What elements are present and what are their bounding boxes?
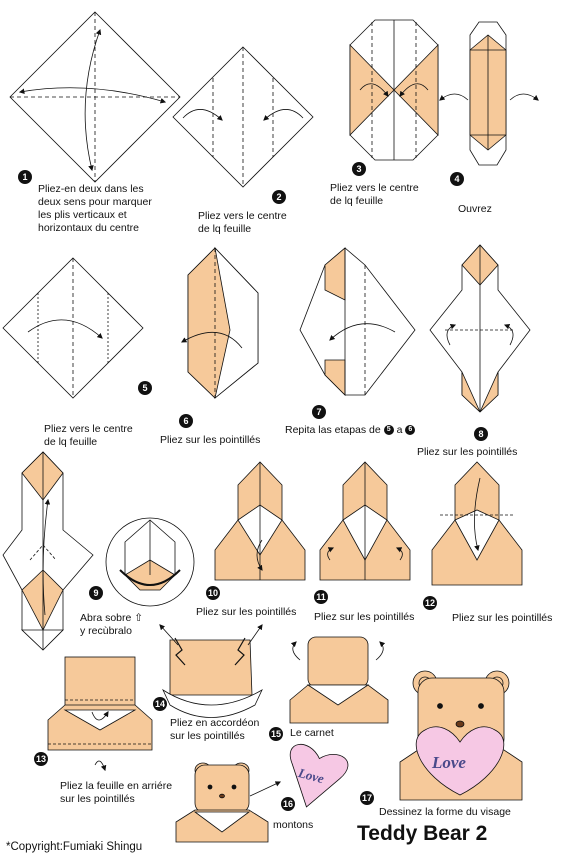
step-ref-badge: 6 bbox=[405, 425, 416, 436]
step-4-figure bbox=[439, 21, 539, 166]
step-17-caption: Dessinez la forme du visage bbox=[379, 806, 511, 818]
step-number-badge: 11 bbox=[314, 590, 328, 604]
step-9-detail-circle bbox=[105, 517, 195, 607]
page-title: Teddy Bear 2 bbox=[357, 822, 488, 845]
step-number-badge: 16 bbox=[281, 797, 295, 811]
step-8-caption: Pliez sur les pointillés bbox=[417, 446, 518, 458]
love-label-big: Love bbox=[431, 753, 466, 772]
step-number-badge: 13 bbox=[34, 752, 48, 766]
step-number-badge: 14 bbox=[153, 697, 167, 711]
step-4-caption: Ouvrez bbox=[458, 203, 492, 215]
step-2-figure bbox=[172, 46, 314, 188]
step-number-badge: 12 bbox=[423, 596, 437, 610]
step-7-figure bbox=[299, 247, 416, 396]
step-17-figure bbox=[399, 670, 523, 801]
step-6-figure bbox=[181, 246, 259, 400]
step-number-badge: 2 bbox=[272, 190, 286, 204]
step-ref-badge: 5 bbox=[383, 425, 394, 436]
step-number-badge: 9 bbox=[89, 586, 103, 600]
step-number-badge: 7 bbox=[312, 405, 326, 419]
step-15-figure bbox=[289, 636, 389, 724]
step-number-badge: 6 bbox=[179, 414, 193, 428]
step-12-caption: Pliez sur les pointillés bbox=[452, 612, 553, 624]
step-number-badge: 5 bbox=[138, 381, 152, 395]
step-number-badge: 8 bbox=[474, 427, 488, 441]
step-11-figure bbox=[319, 461, 411, 581]
step-10-figure bbox=[214, 461, 306, 581]
step-8-figure bbox=[429, 244, 531, 413]
step-1-figure bbox=[9, 11, 181, 183]
step-number-badge: 1 bbox=[18, 170, 32, 184]
step-number-badge: 15 bbox=[269, 727, 283, 741]
step-3-figure bbox=[349, 19, 439, 161]
copyright: *Copyright:Fumiaki Shingu bbox=[6, 841, 143, 853]
step-6-caption: Pliez sur les pointillés bbox=[160, 434, 261, 446]
step-16-figure bbox=[175, 743, 349, 843]
step-5-figure bbox=[2, 257, 144, 399]
step-10-caption: Pliez sur les pointillés bbox=[196, 606, 297, 618]
step-12-figure bbox=[431, 461, 523, 586]
step-number-badge: 4 bbox=[450, 172, 464, 186]
step-7-caption: Repita las etapas de 5 a 6 bbox=[285, 424, 416, 437]
step-9-caption: Abra sobre ⇧y recùbralo bbox=[80, 612, 144, 637]
love-label-small: Love bbox=[296, 765, 326, 787]
step-16-caption: montons bbox=[273, 819, 314, 831]
step-9-figure bbox=[2, 451, 94, 651]
step-number-badge: 3 bbox=[352, 162, 366, 176]
step-15-caption: Le carnet bbox=[290, 727, 334, 739]
step-number-badge: 17 bbox=[360, 791, 374, 805]
step-14-figure bbox=[159, 624, 263, 718]
step-13-figure bbox=[47, 656, 153, 772]
step-11-caption: Pliez sur les pointillés bbox=[314, 611, 415, 623]
step-number-badge: 10 bbox=[206, 586, 220, 600]
